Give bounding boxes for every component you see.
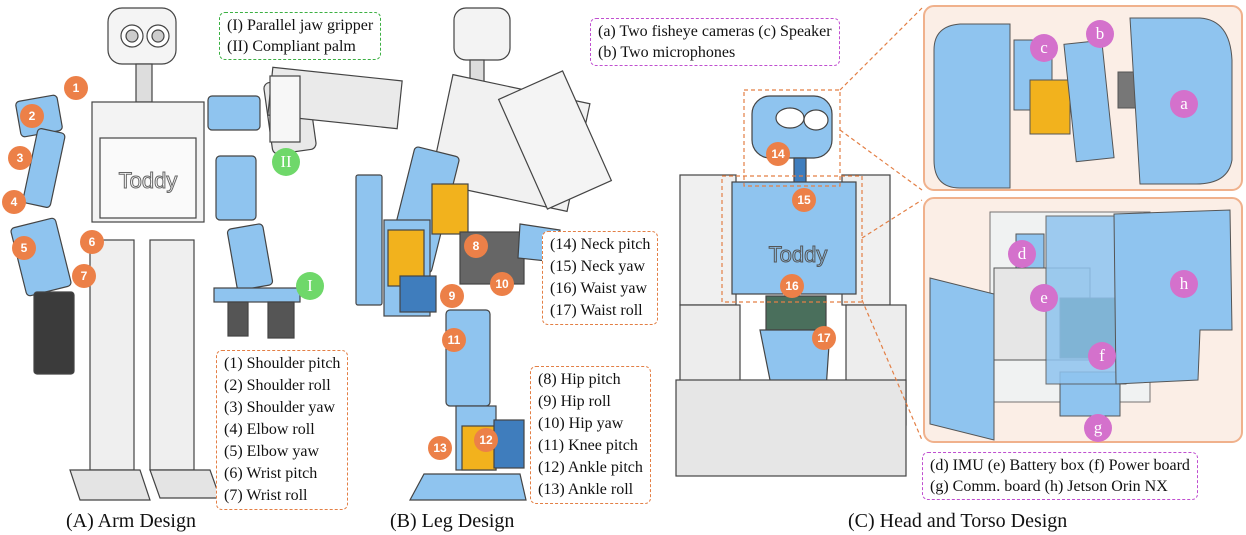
torso-logo-c: Toddy [769, 242, 828, 267]
joint-badge-4: 4 [2, 190, 26, 214]
component-badge-a: a [1170, 90, 1198, 118]
neck-waist-joints-legend: (14) Neck pitch (15) Neck yaw (16) Waist… [542, 231, 659, 325]
joint-badge-11: 11 [442, 328, 466, 352]
caption-head-torso-design: (C) Head and Torso Design [848, 510, 1068, 532]
legend-item-cameras-speaker: (a) Two fisheye cameras (c) Speaker [598, 23, 832, 40]
component-badge-f: f [1088, 342, 1116, 370]
legend-item-shoulder-roll: (2) Shoulder roll [224, 377, 331, 394]
joint-badge-16: 16 [780, 274, 804, 298]
legend-item-comm-jetson: (g) Comm. board (h) Jetson Orin NX [930, 478, 1168, 495]
joint-badge-2: 2 [20, 104, 44, 128]
component-badge-h: h [1170, 270, 1198, 298]
gripper-badge-II: II [272, 148, 300, 176]
joint-badge-3: 3 [8, 146, 32, 170]
legend-item-ankle-roll: (13) Ankle roll [538, 481, 634, 498]
torso-exploded-view [923, 197, 1243, 443]
legend-item-neck-pitch: (14) Neck pitch [550, 236, 651, 253]
legend-item-elbow-yaw: (5) Elbow yaw [224, 443, 320, 460]
legend-item-wrist-pitch: (6) Wrist pitch [224, 465, 318, 482]
head-torso-robot: Toddy [675, 7, 923, 477]
legend-item-neck-yaw: (15) Neck yaw [550, 258, 646, 275]
legend-item-waist-yaw: (16) Waist yaw [550, 280, 648, 297]
legend-item-hip-pitch: (8) Hip pitch [538, 371, 621, 388]
gripper-badge-I: I [296, 272, 324, 300]
legend-item-shoulder-yaw: (3) Shoulder yaw [224, 399, 336, 416]
joint-badge-10: 10 [490, 272, 514, 296]
joint-badge-5: 5 [12, 236, 36, 260]
legend-item-hip-roll: (9) Hip roll [538, 393, 611, 410]
head-exploded-view [923, 5, 1243, 191]
legend-item-hip-yaw: (10) Hip yaw [538, 415, 624, 432]
legend-item-shoulder-pitch: (1) Shoulder pitch [224, 355, 341, 372]
caption-arm-design: (A) Arm Design [66, 510, 196, 532]
leg-joints-legend: (8) Hip pitch (9) Hip roll (10) Hip yaw … [530, 366, 651, 504]
legend-item-microphones: (b) Two microphones [598, 44, 736, 61]
component-badge-d: d [1008, 240, 1036, 268]
joint-badge-14: 14 [766, 142, 790, 166]
component-badge-e: e [1030, 284, 1058, 312]
arm-design-robot: Toddy [10, 7, 317, 501]
joint-badge-8: 8 [464, 234, 488, 258]
legend-item-wrist-roll: (7) Wrist roll [224, 487, 308, 504]
legend-item-knee-pitch: (11) Knee pitch [538, 437, 638, 454]
caption-leg-design: (B) Leg Design [390, 510, 515, 532]
joint-badge-7: 7 [72, 264, 96, 288]
legend-item-parallel-jaw-gripper: (I) Parallel jaw gripper [227, 17, 374, 34]
legend-item-compliant-palm: (II) Compliant palm [227, 38, 356, 55]
legend-item-imu-battery-power: (d) IMU (e) Battery box (f) Power board [930, 457, 1190, 474]
torso-logo-a: Toddy [119, 168, 178, 193]
joint-badge-12: 12 [474, 428, 498, 452]
head-components-legend: (a) Two fisheye cameras (c) Speaker (b) … [590, 18, 840, 66]
joint-badge-1: 1 [64, 76, 88, 100]
gripper-legend: (I) Parallel jaw gripper (II) Compliant … [219, 12, 382, 60]
joint-badge-13: 13 [428, 436, 452, 460]
joint-badge-6: 6 [80, 230, 104, 254]
component-badge-g: g [1084, 414, 1112, 442]
legend-item-elbow-roll: (4) Elbow roll [224, 421, 315, 438]
joint-badge-15: 15 [792, 188, 816, 212]
legend-item-waist-roll: (17) Waist roll [550, 302, 643, 319]
component-badge-b: b [1086, 20, 1114, 48]
component-badge-c: c [1030, 34, 1058, 62]
legend-item-ankle-pitch: (12) Ankle pitch [538, 459, 643, 476]
torso-components-legend: (d) IMU (e) Battery box (f) Power board … [922, 452, 1198, 500]
joint-badge-9: 9 [440, 284, 464, 308]
arm-joints-legend: (1) Shoulder pitch (2) Shoulder roll (3)… [216, 350, 349, 510]
joint-badge-17: 17 [812, 326, 836, 350]
